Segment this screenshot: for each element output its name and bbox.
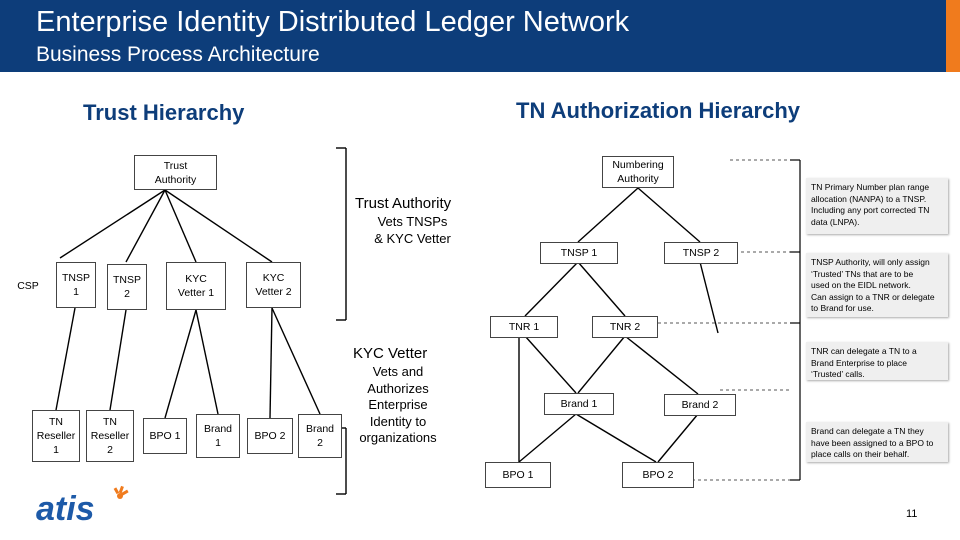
tnsp1-right-node: TNSP 1 [540,242,618,264]
node-label: TNSP 1 [61,272,90,298]
kyc-vetter2-node: KYC Vetter 2 [246,262,301,308]
node-label: TNR 2 [609,321,641,333]
atis-logo-text: atis [36,490,95,524]
atis-logo: atis [36,484,136,529]
node-label: Numbering Authority [612,159,664,185]
node-label: BPO 1 [149,430,181,442]
node-label: TNR 1 [508,321,540,333]
bpo1-left-node: BPO 1 [143,418,187,454]
node-label: Brand 1 [560,398,598,410]
brand1-right-node: Brand 1 [544,393,614,415]
node-label: Brand 2 [681,399,719,411]
node-label: TNSP 2 [112,274,141,300]
note-tnsp-authority: TNSP Authority, will only assign ‘Truste… [806,253,948,317]
header-accent [946,0,960,72]
csp-node: CSP [10,279,46,293]
note-brand: Brand can delegate a TN they have been a… [806,422,948,462]
node-label: KYC Vetter 2 [255,272,292,298]
tn-reseller1-node: TN Reseller 1 [32,410,80,462]
node-label: Trust Authority [154,159,197,186]
brand2-left-node: Brand 2 [298,414,342,458]
trust-authority-label: Trust Authority [355,195,452,212]
brand2-right-node: Brand 2 [664,394,736,416]
header-bar: Enterprise Identity Distributed Ledger N… [0,0,960,72]
node-label: Brand 1 [203,423,233,449]
node-label: KYC Vetter 1 [177,273,215,299]
bpo2-right-node: BPO 2 [622,462,694,488]
page-subtitle: Business Process Architecture [36,43,320,66]
kyc-vetter-label: KYC Vetter [353,345,428,362]
tnr1-node: TNR 1 [490,316,558,338]
tnsp2-node: TNSP 2 [107,264,147,310]
node-label: CSP [17,280,39,292]
node-label: BPO 2 [254,430,286,442]
node-label: Brand 2 [305,423,335,449]
note-numbering-authority: TN Primary Number plan range allocation … [806,178,948,234]
tnsp2-right-node: TNSP 2 [664,242,738,264]
kyc-vetter-description: Vets and Authorizes Enterprise Identity … [359,364,437,445]
bpo1-right-node: BPO 1 [485,462,551,488]
bpo2-left-node: BPO 2 [247,418,293,454]
trust-authority-description: Vets TNSPs & KYC Vetter [374,214,451,246]
trust-hierarchy-title: Trust Hierarchy [83,100,245,125]
tnsp1-node: TNSP 1 [56,262,96,308]
trust-authority-node: Trust Authority [134,155,217,190]
tn-authorization-hierarchy-title: TN Authorization Hierarchy [516,98,800,123]
page-number: 11 [906,508,918,520]
node-label: TNSP 2 [682,247,720,259]
kyc-vetter1-node: KYC Vetter 1 [166,262,226,310]
page-title: Enterprise Identity Distributed Ledger N… [36,6,630,38]
node-label: BPO 1 [502,469,534,481]
node-label: BPO 2 [642,469,674,481]
node-label: TNSP 1 [560,247,598,259]
tn-reseller2-node: TN Reseller 2 [86,410,134,462]
note-tnr: TNR can delegate a TN to a Brand Enterpr… [806,342,948,380]
tnr2-node: TNR 2 [592,316,658,338]
numbering-authority-node: Numbering Authority [602,156,674,188]
node-label: TN Reseller 2 [90,416,130,456]
atis-logo-icon: atis [36,485,129,528]
node-label: TN Reseller 1 [36,416,76,456]
brand1-left-node: Brand 1 [196,414,240,458]
